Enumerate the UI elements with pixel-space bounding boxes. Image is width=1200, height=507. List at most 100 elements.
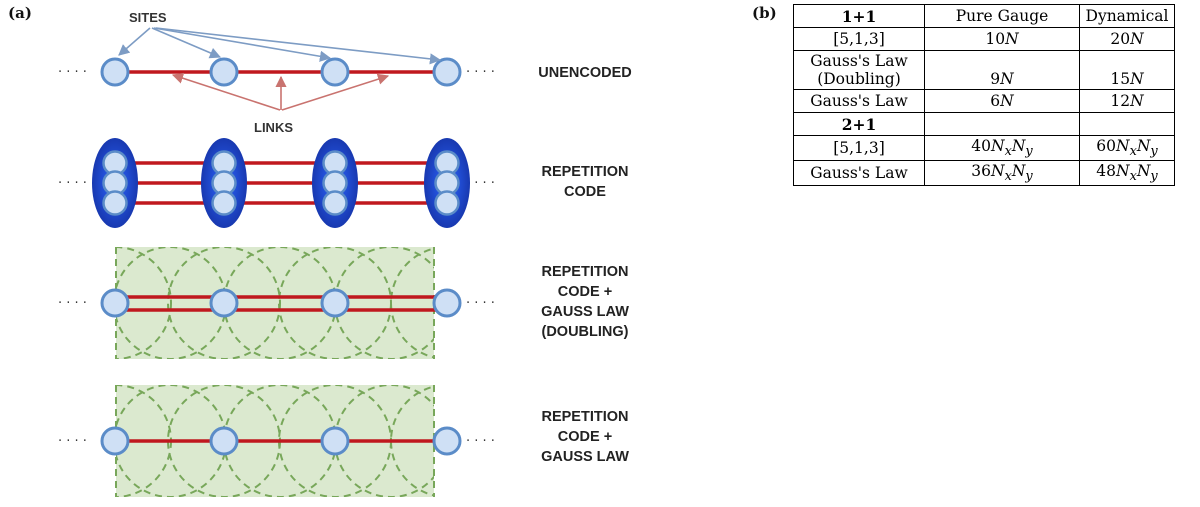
qubit-node bbox=[211, 190, 237, 216]
coefficient: 15 bbox=[1110, 70, 1131, 88]
panel-a-letter: (a) bbox=[8, 4, 32, 22]
row-label-repetition-code: REPETITION CODE bbox=[510, 162, 660, 202]
site-node bbox=[320, 288, 350, 318]
row-label-line: CODE + bbox=[557, 284, 613, 300]
n-symbol: N bbox=[1130, 30, 1144, 48]
site-node bbox=[320, 426, 350, 456]
n-symbol: N bbox=[1116, 137, 1130, 155]
table-section-row: 2+1 bbox=[793, 112, 1175, 136]
row-name-line: (Doubling) bbox=[817, 70, 901, 88]
links-callout: LINKS bbox=[254, 120, 293, 135]
site-node bbox=[320, 57, 350, 87]
row-name-line: Gauss's Law bbox=[810, 52, 908, 70]
ellipsis-left: · · · · bbox=[58, 296, 87, 311]
row-name: Gauss's Law(Doubling) bbox=[793, 50, 925, 90]
subscript-y: y bbox=[1025, 169, 1033, 185]
row-label-line: CODE + bbox=[557, 429, 613, 445]
dynamical-cell: 60NxNy bbox=[1079, 134, 1175, 162]
n-symbol: N bbox=[1130, 70, 1144, 88]
row-gauss-law-doubling: · · · · · · · · bbox=[58, 247, 495, 359]
dynamical-cell: 15N bbox=[1079, 50, 1175, 90]
n-symbol: N bbox=[1136, 137, 1151, 155]
coefficient: 48 bbox=[1096, 162, 1117, 181]
qubit-node bbox=[322, 190, 348, 216]
gauss-circle bbox=[167, 247, 281, 359]
ellipsis-left: · · · · bbox=[58, 434, 87, 449]
table-row: Gauss's Law 36NxNy 48NxNy bbox=[793, 160, 1175, 187]
coefficient: 6 bbox=[990, 92, 1001, 110]
subscript-x: x bbox=[1004, 144, 1012, 160]
n-symbol: N bbox=[1116, 162, 1130, 181]
row-gauss-law: · · · · · · · · bbox=[58, 385, 495, 497]
coefficient: 60 bbox=[1096, 137, 1117, 155]
qubit-node bbox=[102, 190, 128, 216]
panel-b: 1+1 Pure Gauge Dynamical [5,1,3] 10N 20N… bbox=[793, 4, 1175, 187]
site-node bbox=[209, 57, 239, 87]
subscript-y: y bbox=[1150, 169, 1158, 185]
encoded-site bbox=[312, 138, 358, 228]
row-label-gauss: REPETITION CODE + GAUSS LAW bbox=[510, 407, 660, 467]
table-row: Gauss's Law(Doubling) 9N 15N bbox=[793, 50, 1175, 90]
links-arrow bbox=[281, 73, 390, 111]
header-dynamical: Dynamical bbox=[1079, 4, 1175, 28]
pure-gauge-cell: 40NxNy bbox=[924, 134, 1080, 162]
coefficient: 20 bbox=[1110, 30, 1131, 48]
ellipsis-right: · · · · bbox=[466, 296, 495, 311]
site-node bbox=[100, 57, 130, 87]
n-symbol: N bbox=[1000, 70, 1014, 88]
ellipsis-right: · · · · bbox=[466, 65, 495, 80]
subscript-y: y bbox=[1150, 144, 1158, 160]
gauss-region bbox=[116, 247, 434, 359]
site-node bbox=[432, 57, 462, 87]
cost-table: 1+1 Pure Gauge Dynamical [5,1,3] 10N 20N… bbox=[793, 4, 1175, 187]
table-row: Gauss's Law 6N 12N bbox=[793, 89, 1175, 113]
dynamical-cell: 12N bbox=[1079, 89, 1175, 113]
sites-arrow bbox=[118, 27, 151, 56]
n-symbol: N bbox=[991, 162, 1005, 181]
coefficient: 9 bbox=[990, 70, 1001, 88]
row-name: Gauss's Law bbox=[793, 89, 925, 113]
row-label-line: CODE bbox=[564, 184, 606, 200]
pure-gauge-cell: 36NxNy bbox=[924, 160, 1080, 187]
ellipsis-left: · · · · bbox=[58, 176, 87, 191]
lattice-diagram: · · · · · · · · SITES LINKS · · · · · · … bbox=[58, 10, 495, 497]
site-node bbox=[209, 426, 239, 456]
links-arrow bbox=[171, 72, 281, 111]
n-symbol: N bbox=[991, 137, 1005, 155]
table-row: [5,1,3] 10N 20N bbox=[793, 27, 1175, 51]
encoded-site bbox=[201, 138, 247, 228]
dynamical-cell: 48NxNy bbox=[1079, 160, 1175, 187]
row-name: [5,1,3] bbox=[793, 134, 925, 162]
subscript-x: x bbox=[1129, 169, 1137, 185]
row-label-gauss-doubling: REPETITION CODE + GAUSS LAW (DOUBLING) bbox=[510, 262, 660, 342]
header-dimension: 1+1 bbox=[793, 4, 925, 28]
row-name: Gauss's Law bbox=[793, 160, 925, 187]
row-label-line: UNENCODED bbox=[538, 65, 632, 81]
subscript-x: x bbox=[1129, 144, 1137, 160]
pure-gauge-cell: 9N bbox=[924, 50, 1080, 90]
header-pure-gauge: Pure Gauge bbox=[924, 4, 1080, 28]
sites-arrow bbox=[151, 27, 222, 59]
subscript-x: x bbox=[1004, 169, 1012, 185]
encoded-site bbox=[424, 138, 470, 228]
row-label-line: REPETITION bbox=[541, 164, 629, 180]
row-label-line: GAUSS LAW bbox=[541, 304, 629, 320]
ellipsis-left: · · · · bbox=[58, 65, 87, 80]
table-header-row: 1+1 Pure Gauge Dynamical bbox=[793, 4, 1175, 28]
ellipsis-right: · · · · bbox=[466, 176, 495, 191]
empty-cell bbox=[924, 112, 1080, 136]
n-symbol: N bbox=[1011, 137, 1026, 155]
row-label-line: REPETITION bbox=[541, 264, 629, 280]
row-label-line: GAUSS LAW bbox=[541, 449, 629, 465]
pure-gauge-cell: 10N bbox=[924, 27, 1080, 51]
site-node bbox=[209, 288, 239, 318]
section-dimension: 2+1 bbox=[793, 112, 925, 136]
site-node bbox=[100, 426, 130, 456]
gauss-circle bbox=[278, 247, 392, 359]
n-symbol: N bbox=[1000, 92, 1014, 110]
empty-cell bbox=[1079, 112, 1175, 136]
coefficient: 10 bbox=[985, 30, 1006, 48]
site-node bbox=[432, 426, 462, 456]
coefficient: 40 bbox=[971, 137, 992, 155]
encoded-site bbox=[92, 138, 138, 228]
